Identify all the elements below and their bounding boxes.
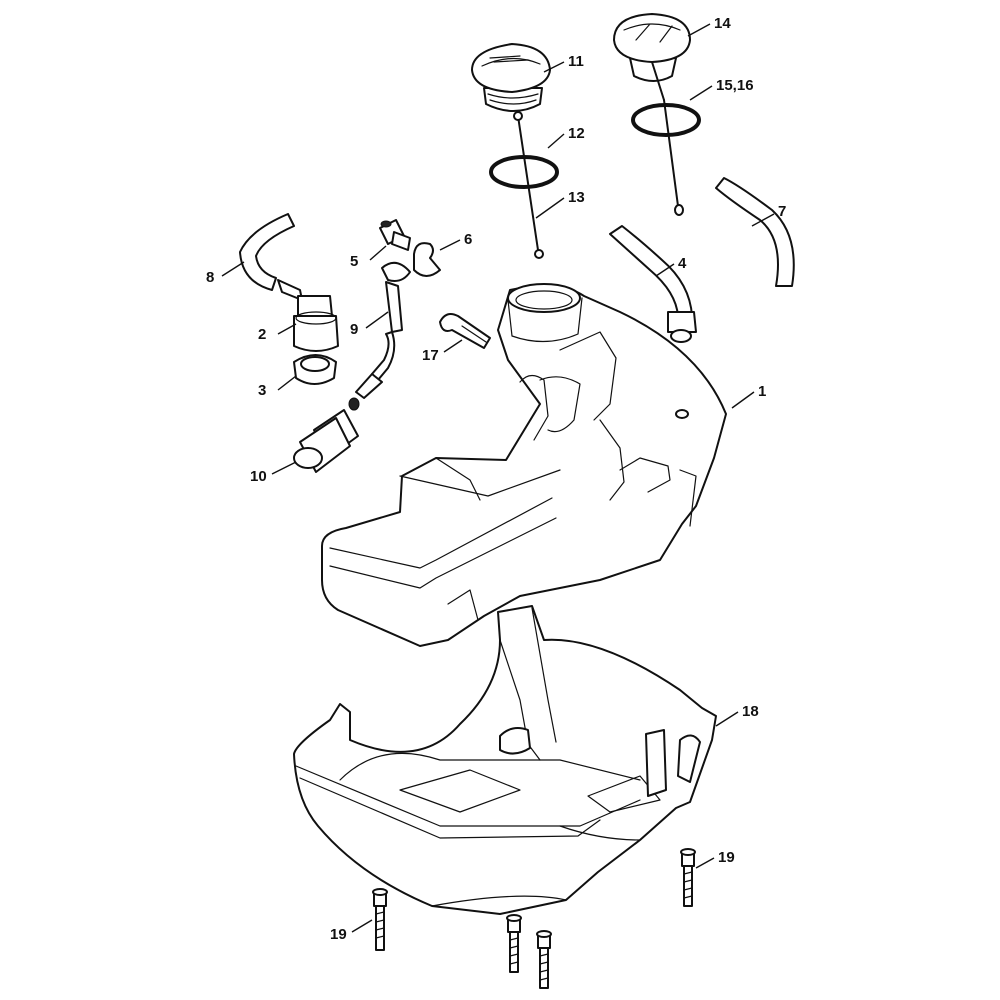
callout-label-10: 10 — [250, 468, 267, 485]
callout-label-19-right: 19 — [718, 849, 735, 866]
cover-18-part — [293, 605, 717, 915]
callout-label-9: 9 — [350, 321, 358, 338]
hose-6-part — [413, 242, 441, 277]
hose-7-part — [715, 177, 795, 287]
callout-label-14: 14 — [714, 15, 731, 32]
screw-19-part — [372, 888, 388, 951]
screw-19-part — [506, 914, 522, 973]
screw-19-part — [680, 848, 696, 907]
elbow-fitting-5-part — [379, 219, 411, 251]
leader-lines — [221, 23, 775, 933]
callout-label-12: 12 — [568, 125, 585, 142]
callout-label-19-left: 19 — [330, 926, 347, 943]
rod-15-16-part — [663, 99, 684, 216]
callout-label-1: 1 — [758, 383, 766, 400]
screw-19-part — [536, 930, 552, 989]
cap-14-part — [613, 13, 691, 101]
callout-label-8: 8 — [206, 269, 214, 286]
fuel-filter-10-part — [293, 409, 359, 473]
fuel-cap-part — [471, 43, 551, 112]
callout-label-2: 2 — [258, 326, 266, 343]
fuel-line-9-part — [348, 261, 411, 411]
callout-label-7: 7 — [778, 203, 786, 220]
fuel-tank-1-part — [321, 283, 727, 647]
callout-label-15-16: 15,16 — [716, 77, 754, 94]
hose-8-part — [239, 213, 295, 291]
grommet-3-part — [293, 354, 337, 385]
callout-label-6: 6 — [464, 231, 472, 248]
callout-label-13: 13 — [568, 189, 585, 206]
callout-label-3: 3 — [258, 382, 266, 399]
callout-label-4: 4 — [678, 255, 687, 272]
o-ring-15-16-part — [631, 103, 701, 137]
hose-4-part — [609, 225, 697, 343]
callout-label-5: 5 — [350, 253, 358, 270]
callout-label-18: 18 — [742, 703, 759, 720]
valve-2-part — [277, 279, 339, 352]
retainer-13-part — [513, 111, 544, 259]
callout-label-11: 11 — [568, 53, 584, 70]
callout-label-17: 17 — [422, 347, 439, 364]
screw-17-part — [439, 313, 491, 349]
